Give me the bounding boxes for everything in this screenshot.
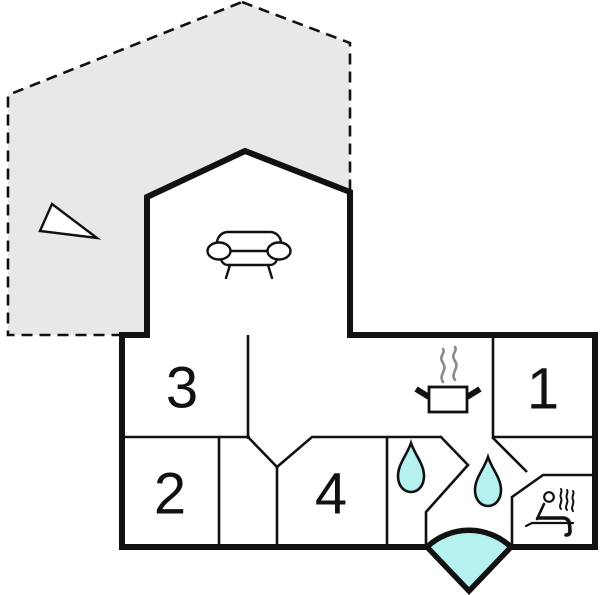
sauna-person-icon bbox=[524, 488, 575, 537]
sofa-icon bbox=[206, 230, 292, 280]
water-drop-icon bbox=[473, 452, 503, 508]
cooking-pot-icon bbox=[414, 385, 482, 414]
inner-walls bbox=[122, 335, 595, 547]
steam-icon bbox=[440, 345, 458, 384]
water-drop-icon bbox=[396, 438, 426, 494]
entrance-door-swing-icon bbox=[423, 527, 515, 595]
room-label-2: 2 bbox=[153, 461, 187, 527]
north-arrow-icon bbox=[38, 202, 102, 240]
room-label-4: 4 bbox=[314, 461, 348, 527]
room-label-1: 1 bbox=[526, 356, 560, 422]
room-label-3: 3 bbox=[165, 355, 199, 421]
terrace-area bbox=[6, 0, 352, 337]
